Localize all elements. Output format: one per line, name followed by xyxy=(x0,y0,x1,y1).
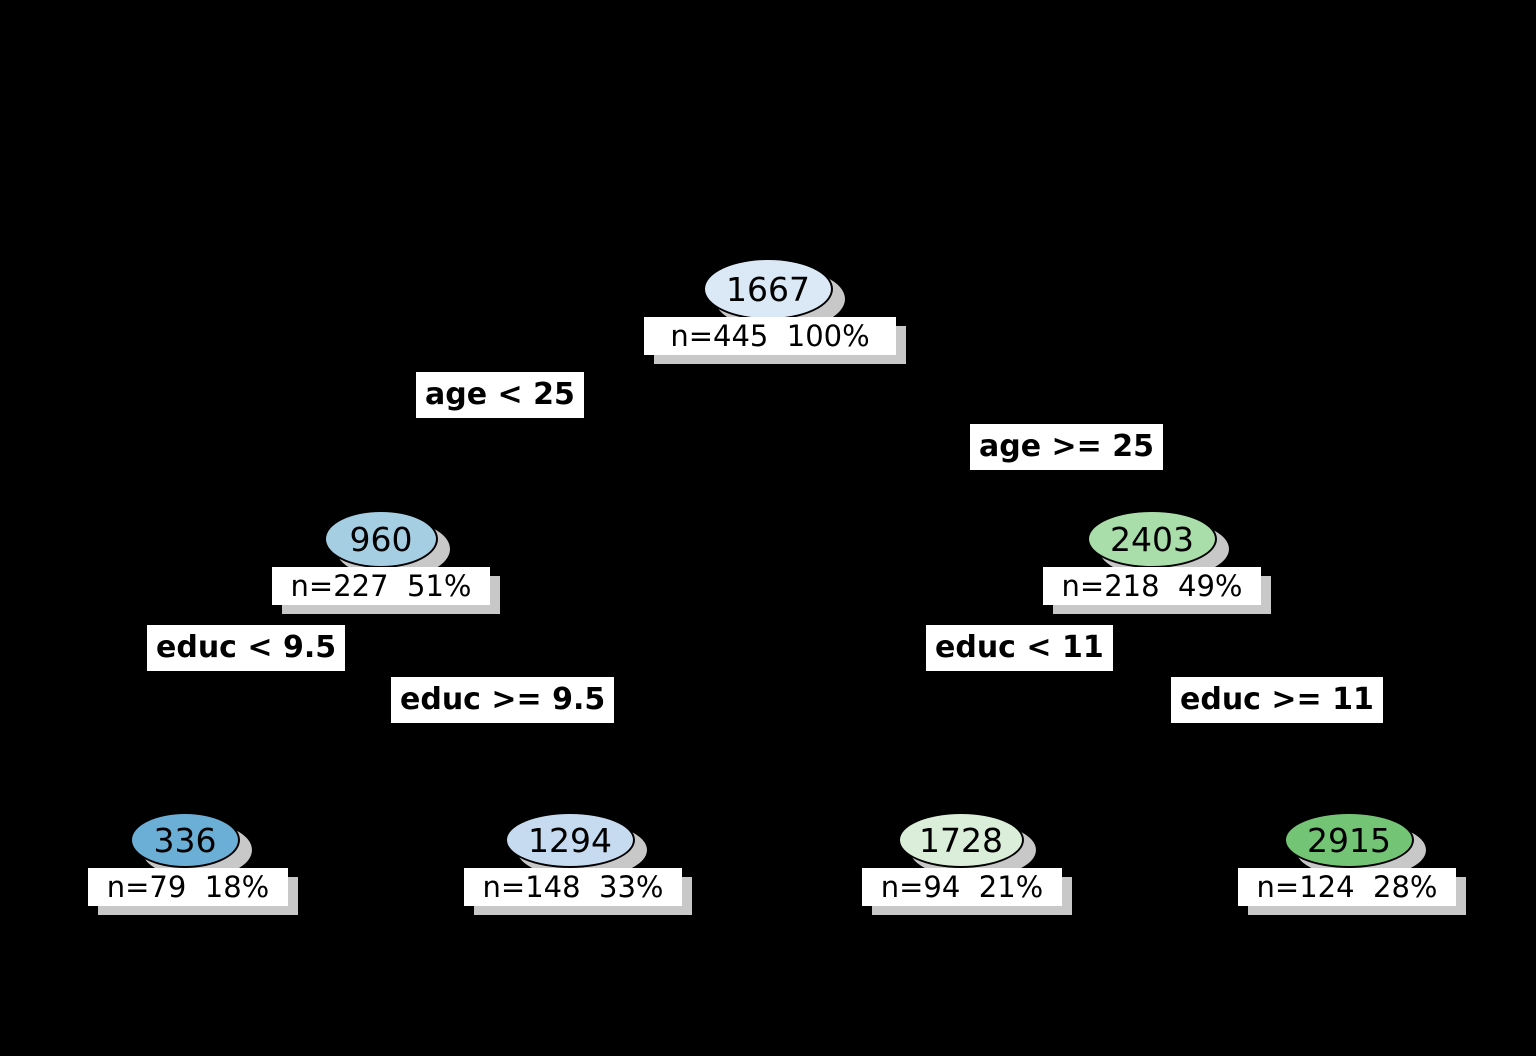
edge-label-e-right-l: educ < 11 xyxy=(926,625,1113,671)
tree-node-leaf1[interactable]: 336 xyxy=(130,812,252,878)
tree-node-left[interactable]: 960 xyxy=(324,510,450,578)
node-label-text: n=218 49% xyxy=(1061,568,1243,603)
node-ellipse-wrap: 336 xyxy=(130,812,252,878)
tree-edge-left-leaf1 xyxy=(184,605,382,813)
node-label-wrap: n=445 100% xyxy=(644,317,906,364)
node-label-wrap: n=124 28% xyxy=(1238,868,1466,915)
node-value: 1728 xyxy=(919,820,1003,860)
tree-edge-root-right xyxy=(767,356,1153,512)
node-label-box-root: n=445 100% xyxy=(644,317,906,364)
node-ellipse[interactable]: 1667 xyxy=(703,258,833,320)
node-ellipse-wrap: 2403 xyxy=(1087,510,1229,578)
tree-node-right[interactable]: 2403 xyxy=(1087,510,1229,578)
node-ellipse[interactable]: 1294 xyxy=(505,812,635,868)
node-label-text: n=94 21% xyxy=(880,869,1044,904)
node-label-wrap: n=148 33% xyxy=(464,868,692,915)
node-ellipse-wrap: 960 xyxy=(324,510,450,578)
node-label-box-leaf2: n=148 33% xyxy=(464,868,692,915)
node-label: n=148 33% xyxy=(464,868,682,906)
node-ellipse[interactable]: 2915 xyxy=(1284,812,1414,868)
edge-label-text: educ < 11 xyxy=(935,630,1104,665)
node-label-text: n=445 100% xyxy=(670,318,870,353)
tree-edge-right-leaf3 xyxy=(960,605,1153,813)
node-label-text: n=148 33% xyxy=(482,869,664,904)
node-label: n=227 51% xyxy=(272,567,490,605)
node-label-text: n=124 28% xyxy=(1256,869,1438,904)
node-ellipse-wrap: 1728 xyxy=(898,812,1036,878)
node-label: n=445 100% xyxy=(644,317,896,355)
node-label-box-left: n=227 51% xyxy=(272,567,500,614)
edge-label-text: educ >= 11 xyxy=(1180,682,1374,717)
edge-label-e-right-r: educ >= 11 xyxy=(1171,677,1383,723)
node-value: 1667 xyxy=(726,269,810,309)
tree-node-leaf4[interactable]: 2915 xyxy=(1284,812,1426,878)
node-value: 336 xyxy=(153,820,217,860)
edge-label-text: age < 25 xyxy=(425,377,575,412)
edge-label-e-root-left: age < 25 xyxy=(416,372,584,418)
node-label: n=124 28% xyxy=(1238,868,1456,906)
node-ellipse[interactable]: 2403 xyxy=(1087,510,1217,568)
node-ellipse-wrap: 1294 xyxy=(505,812,647,878)
node-ellipse-wrap: 1667 xyxy=(703,258,845,330)
node-label-box-leaf4: n=124 28% xyxy=(1238,868,1466,915)
tree-node-leaf3[interactable]: 1728 xyxy=(898,812,1036,878)
node-label: n=79 18% xyxy=(88,868,288,906)
edge-label-e-left-r: educ >= 9.5 xyxy=(391,677,615,723)
node-value: 2915 xyxy=(1307,820,1391,860)
tree-node-leaf2[interactable]: 1294 xyxy=(505,812,647,878)
tree-edge-root-left xyxy=(380,356,769,512)
tree-node-root[interactable]: 1667 xyxy=(703,258,845,330)
edge-label-e-left-l: educ < 9.5 xyxy=(147,625,346,671)
node-value: 1294 xyxy=(528,820,612,860)
node-label-box-right: n=218 49% xyxy=(1043,567,1271,614)
node-label-wrap: n=94 21% xyxy=(862,868,1072,915)
node-ellipse-wrap: 2915 xyxy=(1284,812,1426,878)
node-ellipse[interactable]: 1728 xyxy=(898,812,1024,868)
edge-label-e-root-right: age >= 25 xyxy=(970,424,1163,470)
node-label-wrap: n=79 18% xyxy=(88,868,298,915)
node-label-text: n=79 18% xyxy=(106,869,270,904)
node-label: n=94 21% xyxy=(862,868,1062,906)
node-ellipse[interactable]: 960 xyxy=(324,510,438,568)
node-value: 960 xyxy=(349,519,413,559)
node-label-box-leaf1: n=79 18% xyxy=(88,868,298,915)
edge-label-text: educ < 9.5 xyxy=(156,630,337,665)
node-ellipse[interactable]: 336 xyxy=(130,812,240,868)
node-label-wrap: n=227 51% xyxy=(272,567,500,614)
edge-label-text: educ >= 9.5 xyxy=(400,682,606,717)
node-value: 2403 xyxy=(1110,519,1194,559)
node-label-wrap: n=218 49% xyxy=(1043,567,1271,614)
node-label-box-leaf3: n=94 21% xyxy=(862,868,1072,915)
edge-label-text: age >= 25 xyxy=(979,429,1154,464)
node-label: n=218 49% xyxy=(1043,567,1261,605)
node-label-text: n=227 51% xyxy=(290,568,472,603)
